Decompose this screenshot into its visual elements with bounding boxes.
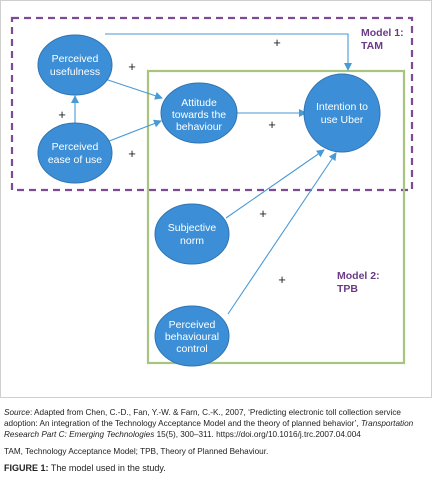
edge-ease-to-attitude <box>103 119 162 144</box>
svg-text:Perceived: Perceived <box>52 141 99 153</box>
sign-usefulness-attitude: + <box>128 59 136 74</box>
svg-text:Intention to: Intention to <box>316 101 368 113</box>
svg-text:Perceived: Perceived <box>52 53 99 65</box>
tpb-model-box <box>146 69 406 365</box>
node-perceived-behavioural-control: Perceived behavioural control <box>154 305 230 367</box>
tam-model-box <box>10 16 414 192</box>
svg-text:Model 2:: Model 2: <box>337 270 380 282</box>
caption-area: Source: Adapted from Chen, C.-D., Fan, Y… <box>4 407 430 474</box>
svg-text:TAM: TAM <box>361 40 383 52</box>
node-perceived-usefulness: Perceived usefulness <box>37 34 113 96</box>
sign-control-intention: + <box>278 272 286 287</box>
label-model-tpb: Model 2: TPB <box>337 270 380 295</box>
svg-text:usefulness: usefulness <box>50 66 100 78</box>
node-subjective-norm: Subjective norm <box>154 203 230 265</box>
svg-text:TPB: TPB <box>337 283 358 295</box>
sign-usefulness-intention: + <box>273 35 281 50</box>
figure-frame <box>0 0 432 398</box>
edge-usefulness-to-intention <box>105 33 352 71</box>
sign-norm-intention: + <box>259 206 267 221</box>
node-perceived-ease-of-use: Perceived ease of use <box>37 122 113 184</box>
svg-text:behaviour: behaviour <box>176 121 223 133</box>
svg-text:towards the: towards the <box>172 109 226 121</box>
source-journal: Transportation Research Part C: Emerging… <box>4 419 414 439</box>
svg-text:control: control <box>176 343 208 355</box>
edge-usefulness-to-attitude <box>101 77 163 100</box>
abbreviations-note: TAM, Technology Acceptance Model; TPB, T… <box>4 447 269 456</box>
svg-text:ease of use: ease of use <box>48 154 102 166</box>
edge-control-to-intention <box>227 152 337 315</box>
model-diagram: + + + + + + + Perceived usefulness Perce… <box>10 16 414 367</box>
sign-attitude-intention: + <box>268 117 276 132</box>
source-note: Source: Adapted from Chen, C.-D., Fan, Y… <box>4 407 430 440</box>
label-model-tam: Model 1: TAM <box>361 27 404 52</box>
figure-text: The model used in the study. <box>48 463 166 473</box>
sign-ease-usefulness: + <box>58 107 66 122</box>
node-attitude: Attitude towards the behaviour <box>160 82 238 144</box>
figure-label: FIGURE 1: <box>4 463 49 473</box>
source-label: Source <box>4 408 30 417</box>
figure-caption: FIGURE 1: The model used in the study. <box>4 463 430 474</box>
source-text-part-2: 15(5), 300–311. https://doi.org/10.1016/… <box>154 430 361 439</box>
svg-text:Perceived: Perceived <box>169 319 216 331</box>
svg-text:Subjective: Subjective <box>168 222 217 234</box>
sign-ease-attitude: + <box>128 146 136 161</box>
svg-text:norm: norm <box>180 235 204 247</box>
svg-text:Attitude: Attitude <box>181 97 217 109</box>
svg-text:use Uber: use Uber <box>321 114 364 126</box>
edge-norm-to-intention <box>225 149 325 219</box>
source-text-part-1: : Adapted from Chen, C.-D., Fan, Y.-W. &… <box>4 408 401 428</box>
svg-text:Model 1:: Model 1: <box>361 27 404 39</box>
node-intention: Intention to use Uber <box>303 73 381 153</box>
svg-text:behavioural: behavioural <box>165 331 219 343</box>
